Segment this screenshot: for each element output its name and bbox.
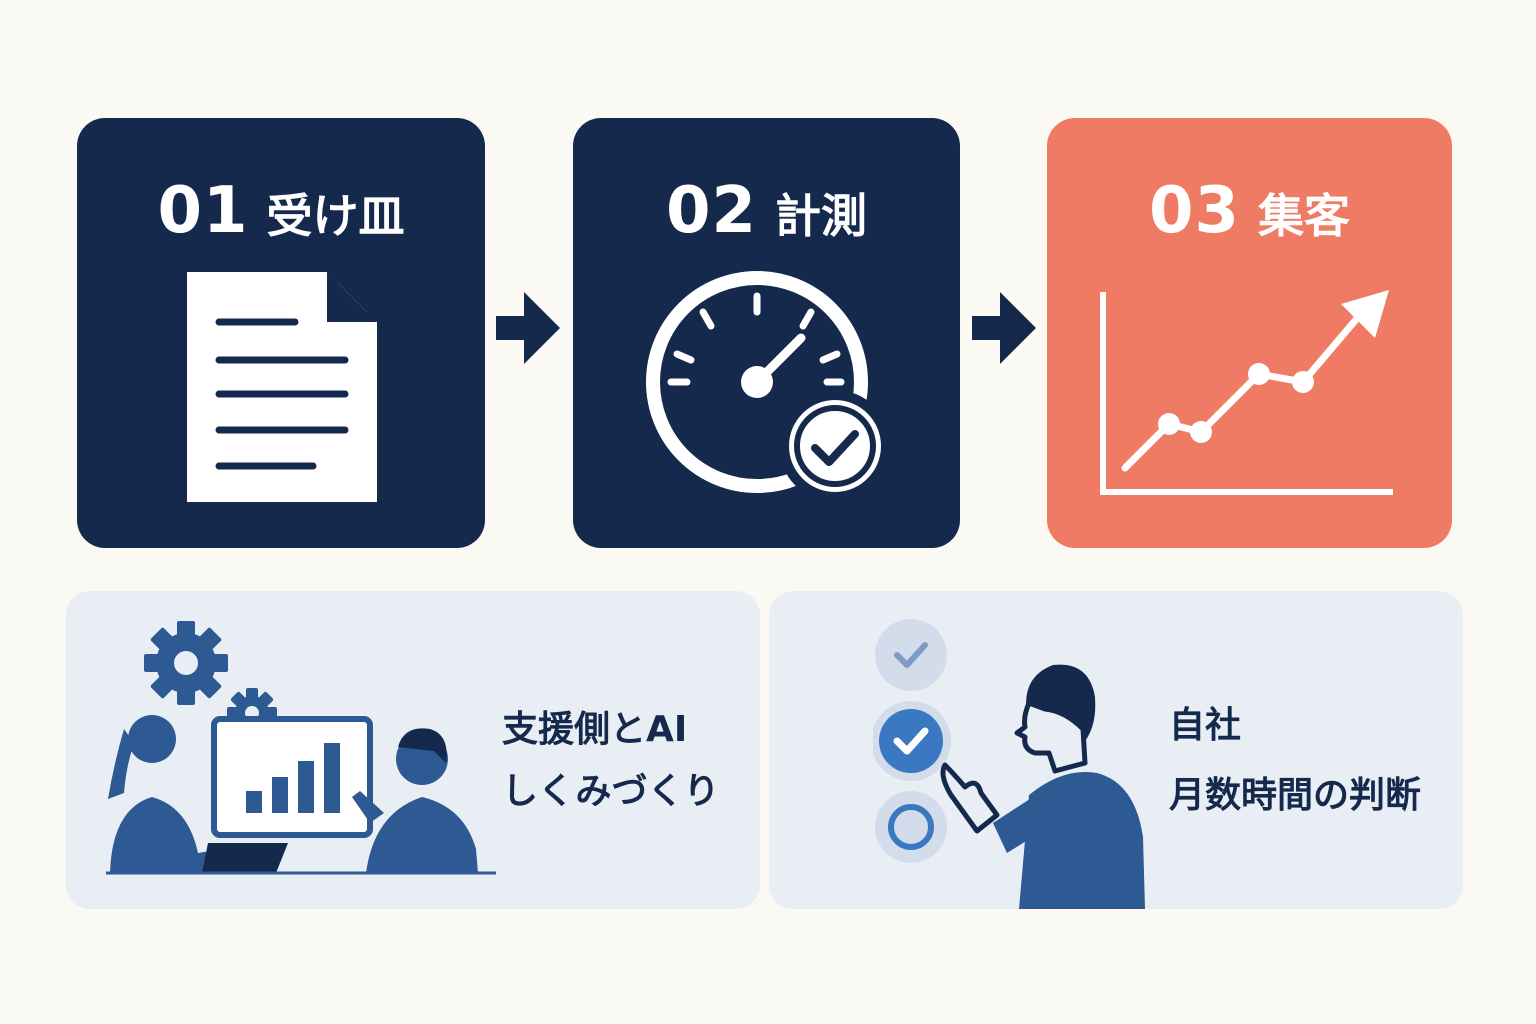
- panel-left-line2: しくみづくり: [502, 771, 720, 812]
- check-circle-active-icon: [873, 701, 951, 781]
- panel-left-text: 支援側とAI しくみづくり: [502, 699, 719, 823]
- document-icon: [187, 272, 377, 502]
- step-number-1: 01: [157, 174, 249, 248]
- team-presentation-illustration: [106, 621, 496, 875]
- check-circle-icon: [875, 619, 947, 691]
- panel-right-line1: 自社: [1169, 705, 1242, 746]
- step-label-2: 計測: [775, 189, 868, 243]
- panel-right-line2: 月数時間の判断: [1169, 775, 1422, 816]
- arrow-right-icon: [496, 292, 560, 364]
- step-title-2: 02 計測: [573, 174, 960, 248]
- step-card-2: 02 計測: [573, 118, 960, 548]
- step-card-1: 01 受け皿: [77, 118, 485, 548]
- step-number-3: 03: [1148, 174, 1241, 248]
- arrow-right-icon: [972, 292, 1036, 364]
- step-title-1: 01 受け皿: [77, 174, 485, 248]
- decision-checklist-illustration: [873, 619, 1145, 909]
- panel-left-line1: 支援側とAI: [502, 709, 688, 750]
- step-number-2: 02: [665, 174, 758, 248]
- panel-support-ai: 支援側とAI しくみづくり: [66, 591, 760, 909]
- growth-chart-icon: [1100, 290, 1393, 495]
- panel-company-decision: 自社 月数時間の判断: [769, 591, 1463, 909]
- empty-circle-icon: [875, 791, 947, 863]
- step-label-3: 集客: [1258, 189, 1351, 243]
- speedometer-check-icon: [646, 271, 891, 502]
- step-title-3: 03 集客: [1047, 174, 1452, 248]
- step-card-3: 03 集客: [1047, 118, 1452, 548]
- step-label-1: 受け皿: [266, 189, 405, 243]
- gear-icon: [144, 621, 228, 705]
- panel-right-text: 自社 月数時間の判断: [1169, 691, 1421, 831]
